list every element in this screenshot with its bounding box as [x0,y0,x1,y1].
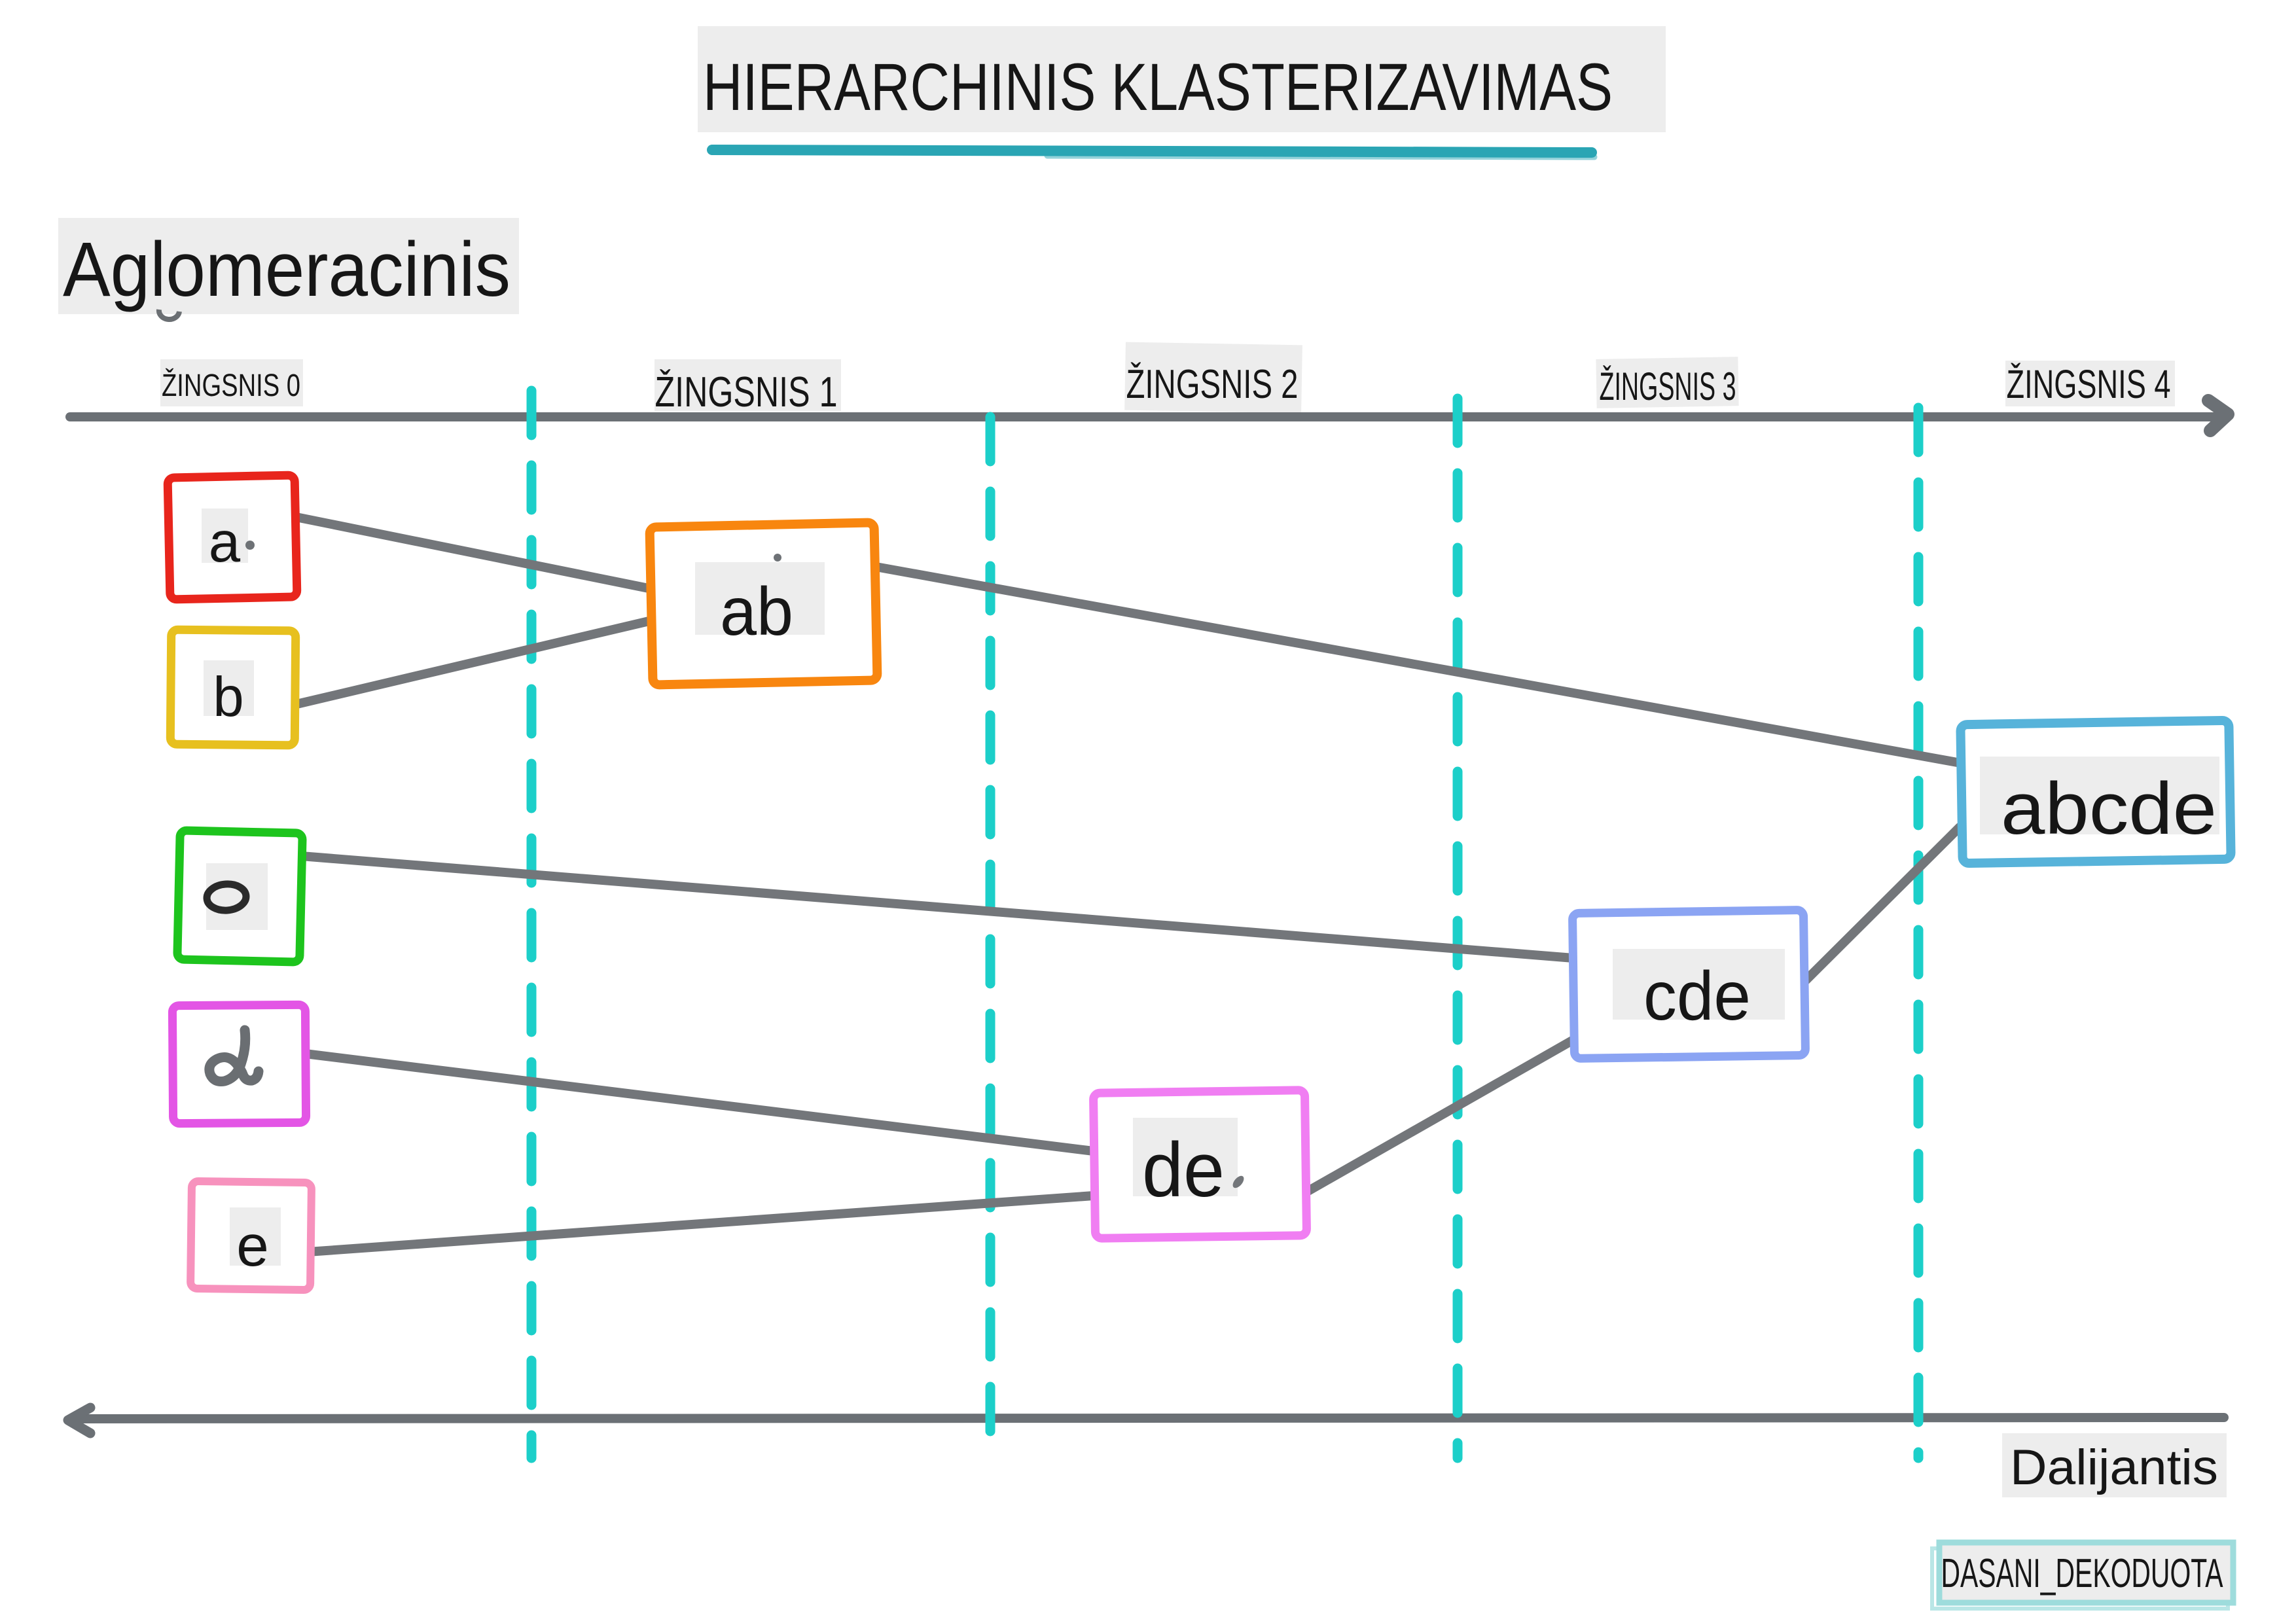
svg-text:HIERARCHINIS KLASTERIZAVIMAS: HIERARCHINIS KLASTERIZAVIMAS [703,50,1613,124]
svg-text:e: e [236,1213,269,1278]
svg-text:abcde: abcde [2001,768,2217,849]
svg-text:ŽINGSNIS 1: ŽINGSNIS 1 [655,368,838,416]
svg-text:Dalijantis: Dalijantis [2010,1440,2218,1495]
svg-text:ŽINGSNIS 2: ŽINGSNIS 2 [1126,362,1299,407]
svg-text:Aglomeracinis: Aglomeracinis [63,226,511,313]
svg-text:DASANI_DEKODUOTA: DASANI_DEKODUOTA [1941,1551,2223,1596]
svg-text:ŽINGSNIS 3: ŽINGSNIS 3 [1600,365,1736,408]
svg-text:ŽINGSNIS 4: ŽINGSNIS 4 [2007,362,2171,406]
svg-text:a: a [209,510,241,574]
svg-text:b: b [213,666,243,728]
svg-text:ŽINGSNIS 0: ŽINGSNIS 0 [162,368,300,403]
svg-text:cde: cde [1643,957,1751,1035]
svg-text:de: de [1142,1127,1225,1213]
svg-text:ab: ab [720,574,793,650]
